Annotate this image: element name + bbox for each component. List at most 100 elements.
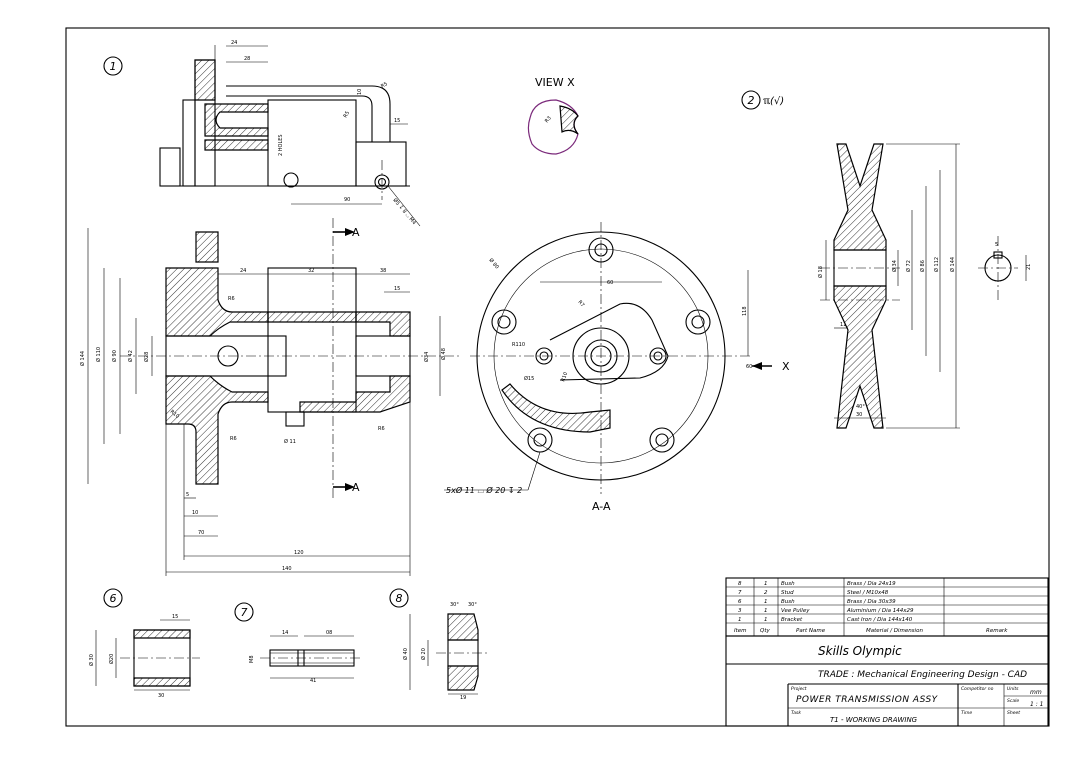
dimension-label: Brass / Dia 24x19 [847, 581, 896, 587]
title-block: Skills Olympic TRADE : Mechanical Engine… [725, 635, 1049, 727]
dimension-label: 1 [764, 581, 768, 587]
dimension-label: Brass / Dia 30x39 [847, 599, 896, 605]
dimension-label: 32 [308, 268, 314, 274]
part6-view: 6 15 Ø 30 Ø20 30 [88, 588, 200, 699]
arrow-x: X [782, 360, 790, 373]
callout-7-circle [234, 602, 254, 622]
view-x: VIEW X R3 [527, 76, 579, 155]
dimension-label: Ø 80 [487, 257, 500, 271]
cut-a-bottom: A [352, 481, 360, 494]
org-name: Skills Olympic [818, 644, 902, 658]
bracket-section: A A Ø 144 Ø 110 Ø 90 Ø 42 Ø28 24 32 38 1… [79, 218, 460, 576]
dimension-label: Bush [781, 599, 795, 605]
dimension-label: R10 [169, 409, 180, 420]
parts-row: 3 1 Vee Pulley Aluminium / Dia 144x29 [738, 608, 914, 614]
dimension-label: 60 [746, 364, 752, 370]
finish-symbol: ℼ(√) [763, 96, 784, 107]
dimension-label: 11 [840, 322, 846, 328]
dimension-label: Ø 90 [111, 350, 118, 362]
dimension-label: 90 [344, 197, 350, 203]
dimension-label: 38 [380, 268, 386, 274]
dimension-label: 118 [742, 306, 748, 316]
dimension-label: 08 [326, 630, 332, 636]
dimension-label: Ø 112 [933, 257, 940, 272]
dimension-label: Ø 34 [891, 260, 898, 272]
dimension-label: R6 [230, 436, 237, 442]
project: POWER TRANSMISSION ASSY [796, 695, 939, 705]
view-x-title: VIEW X [535, 76, 575, 89]
dimension-label: 2 HOLES [278, 134, 284, 156]
dimension-label: Ø 40 [402, 648, 409, 660]
dimension-label: R110 [512, 342, 525, 348]
dimension-label: 19 [460, 695, 466, 701]
hole-note: 5xØ 11 ⌴ Ø 20 ↧ 2 [446, 485, 522, 495]
dimension-label: 40° [856, 404, 865, 410]
part8-view: 8 30° 30° Ø 40 Ø 20 19 [389, 588, 488, 701]
sheet-label: Sheet [1007, 710, 1020, 716]
dimension-label: Bush [781, 581, 795, 587]
dimension-label: R5 [343, 110, 352, 119]
section-label: A-A [592, 500, 611, 513]
dimension-label: R5 [380, 81, 389, 90]
dimension-label: Ø 72 [905, 260, 912, 272]
dimension-label: 24 [231, 40, 237, 46]
dimension-label: Ø5 ↧ 8 ⌴ M4 [391, 197, 417, 226]
task: T1 - WORKING DRAWING [830, 716, 918, 724]
dimension-label: 1 [764, 599, 768, 605]
dimension-label: 1 [738, 617, 742, 623]
dimension-label: 140 [282, 566, 292, 572]
dimension-label: M8 [249, 656, 255, 664]
dimension-label: 10 [357, 89, 363, 95]
header-part: Part Name [796, 628, 826, 634]
parts-list: 8 1 Bush Brass / Dia 24x19 7 2 Stud Stee… [725, 577, 1049, 637]
section-a-a: Ø 80 60 R7 118 R110 Ø15 R10 X 60 5xØ 11 … [444, 222, 790, 513]
dimension-label: Ø 42 [127, 350, 134, 362]
dimension-label: R3 [544, 115, 553, 124]
part1-view: 1 24 28 10 R5 R5 15 90 2 HOLES Ø5 ↧ 8 ⌴ … [103, 40, 421, 227]
cut-a-top: A [352, 226, 360, 239]
parts-row: 8 1 Bush Brass / Dia 24x19 [738, 581, 896, 587]
dimension-label: Ø 144 [949, 257, 956, 272]
dimension-label: 30° [450, 602, 459, 608]
scale-label: Scale [1007, 698, 1019, 704]
callout-7: 7 [241, 606, 248, 619]
callout-6: 6 [110, 592, 117, 605]
dimension-label: 14 [282, 630, 288, 636]
dimension-label: 30 [158, 693, 164, 699]
scale: 1 : 1 [1030, 701, 1043, 708]
part7-view: 7 14 08 M8 41 [234, 602, 362, 684]
parts-row: 6 1 Bush Brass / Dia 30x39 [738, 599, 896, 605]
dimension-label: 15 [394, 286, 400, 292]
dimension-label: Bracket [781, 617, 803, 623]
parts-row: 7 2 Stud Steel / M10x48 [738, 590, 889, 596]
competitor-label: Competitor no [961, 686, 994, 692]
callout-2: 2 [748, 94, 755, 107]
dimension-label: 15 [172, 614, 178, 620]
dimension-label: 5 [186, 492, 189, 498]
trade: TRADE : Mechanical Engineering Design - … [818, 670, 1027, 680]
dimension-label: Ø 11 [284, 438, 296, 445]
dimension-label: 30° [468, 602, 477, 608]
parts-row: 1 1 Bracket Cast Iron / Dia 144x140 [738, 617, 913, 623]
header-material: Material / Dimension [866, 628, 923, 634]
callout-6-circle [103, 588, 123, 608]
header-remark: Remark [986, 628, 1008, 634]
dimension-label: Steel / M10x48 [847, 590, 889, 596]
dimension-label: 30 [856, 412, 862, 418]
dimension-label: Ø 144 [79, 351, 86, 366]
dimension-label: 6 [738, 599, 742, 605]
dimension-label: Vee Pulley [781, 608, 810, 614]
units-label: Units [1007, 686, 1019, 692]
units: mm [1030, 689, 1042, 696]
drawing-border [65, 27, 1050, 727]
dimension-label: 7 [738, 590, 742, 596]
callout-8: 8 [396, 592, 403, 605]
dimension-label: Ø34 [423, 352, 430, 362]
vee-pulley: 2 ℼ(√) Ø 18 Ø 34 Ø 72 Ø 86 Ø 112 Ø 144 3… [741, 90, 1032, 429]
callout-1-circle [103, 56, 123, 76]
dimension-label: Ø 86 [919, 260, 926, 272]
dimension-label: Stud [781, 590, 794, 596]
dimension-label: 15 [394, 118, 400, 124]
dimension-label: Ø15 [524, 375, 534, 382]
